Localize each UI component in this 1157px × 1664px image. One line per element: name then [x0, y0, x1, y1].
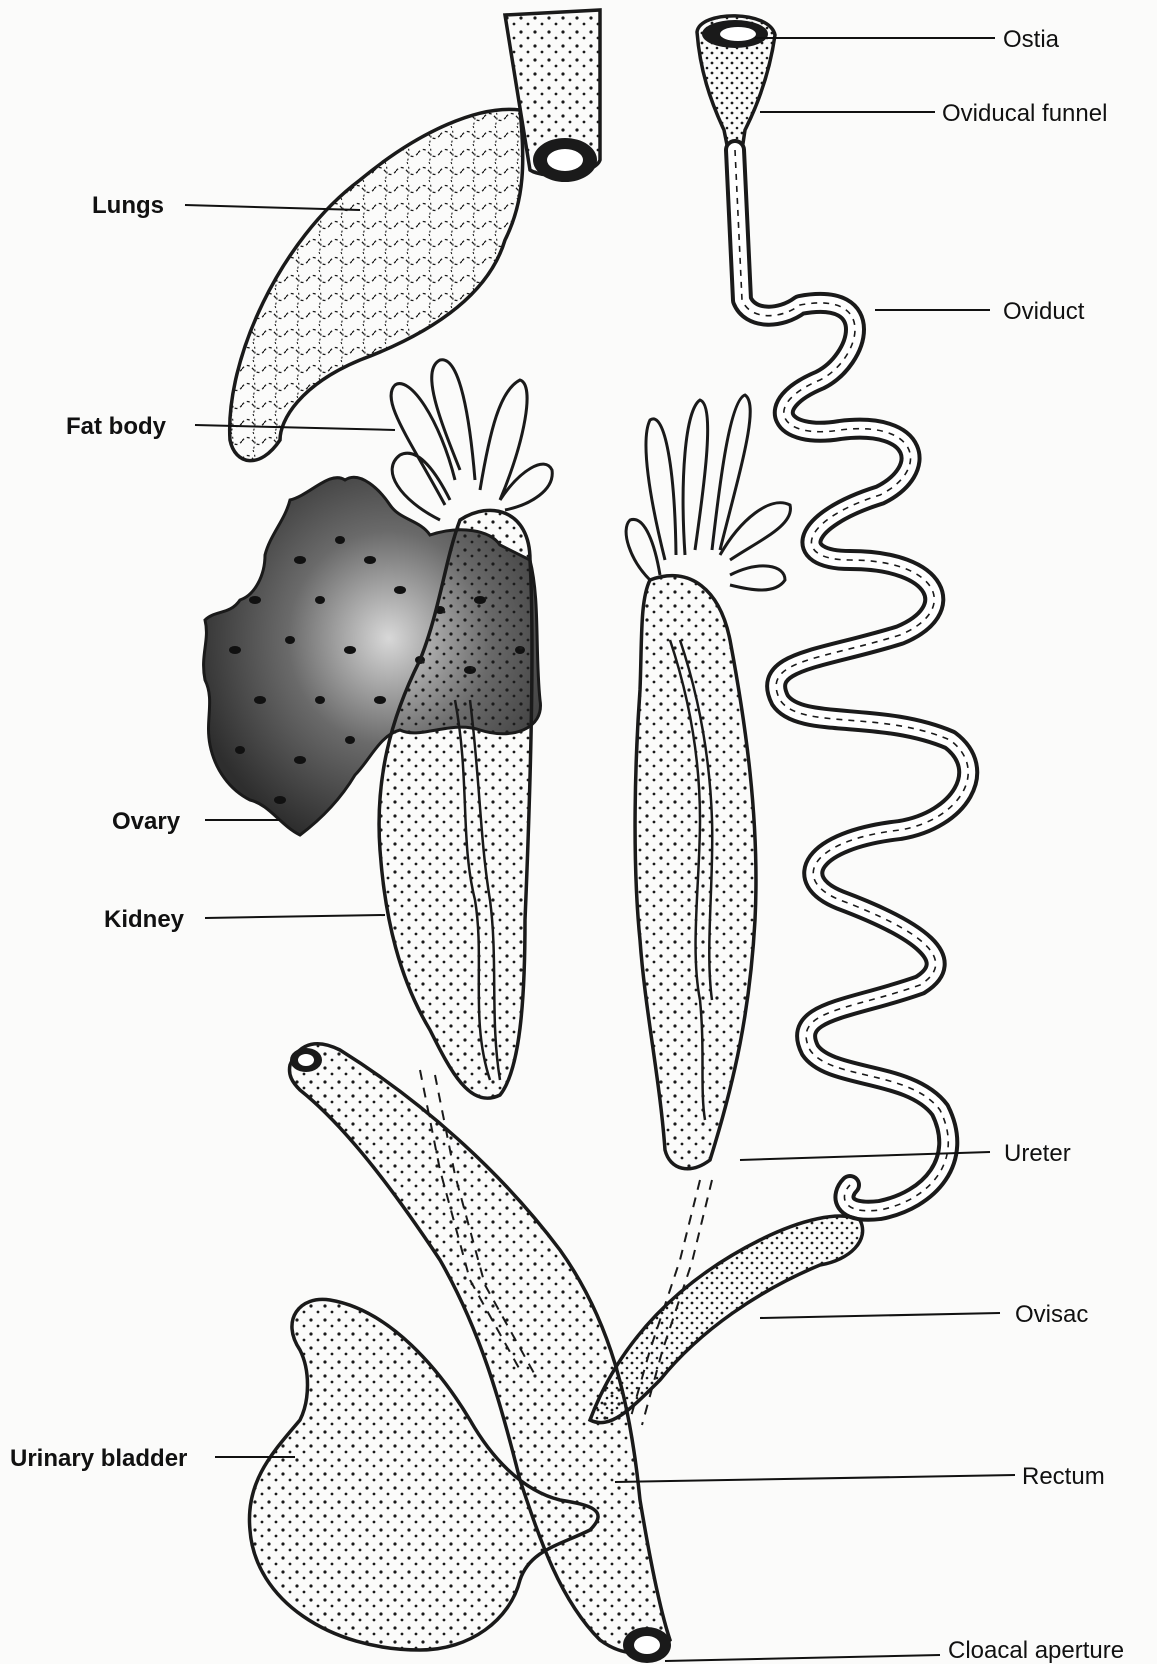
label-oviduct: Oviduct: [1003, 298, 1085, 325]
label-ovisac: Ovisac: [1015, 1301, 1088, 1328]
ovisac-drawing: [590, 1216, 863, 1423]
kidney-right-drawing: [635, 576, 756, 1169]
label-kidney: Kidney: [104, 906, 185, 933]
label-urinary-bladder: Urinary bladder: [10, 1445, 187, 1472]
label-cloacal-aperture: Cloacal aperture: [948, 1637, 1124, 1664]
label-lungs: Lungs: [92, 192, 164, 219]
label-oviducal-funnel: Oviducal funnel: [942, 100, 1107, 127]
label-fat-body: Fat body: [66, 413, 167, 440]
fat-body-left-drawing: [391, 360, 552, 520]
fat-body-right-drawing: [626, 395, 790, 590]
label-ostia: Ostia: [1003, 26, 1060, 53]
label-rectum: Rectum: [1022, 1463, 1105, 1490]
label-ovary: Ovary: [112, 808, 181, 835]
label-ureter: Ureter: [1004, 1140, 1071, 1167]
